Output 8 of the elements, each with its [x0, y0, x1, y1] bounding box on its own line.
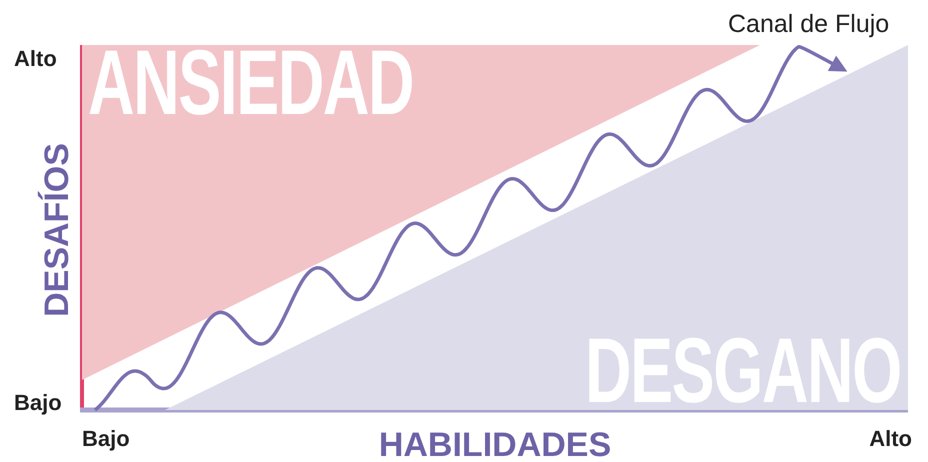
y-axis-title: DESAFÍOS: [40, 143, 74, 317]
axis-tick-label: Alto: [14, 48, 57, 70]
channel-label: Canal de Flujo: [728, 12, 890, 37]
axis-tick-label: Bajo: [82, 428, 130, 450]
x-axis-title: HABILIDADES: [378, 428, 612, 462]
region-title: ANSIEDAD: [88, 37, 414, 129]
axis-tick-label: Alto: [869, 428, 912, 450]
axis-tick-label: Bajo: [14, 392, 62, 414]
